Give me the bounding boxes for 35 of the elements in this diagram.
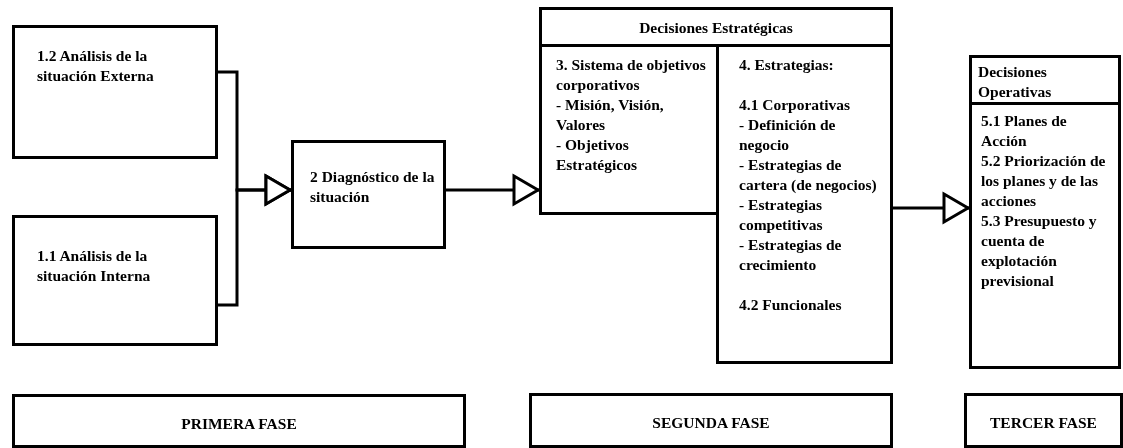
arrow — [218, 174, 292, 307]
phase-box — [12, 394, 466, 448]
list-item: - Objetivos Estratégicos — [556, 135, 638, 175]
list-item: 5.3 Presupuesto y cuenta de explotación previsional — [981, 211, 1098, 291]
arrow — [893, 192, 970, 224]
list-item: 4.1 Corporativas — [739, 95, 852, 115]
box-text: 1.2 Análisis de la situación Externa — [37, 46, 155, 86]
box-text: 5.1 Planes de Acción — [981, 111, 1068, 151]
phase-box — [964, 393, 1123, 448]
box-text: 1.1 Análisis de la situación Interna — [37, 246, 152, 286]
process-box — [12, 215, 218, 346]
list-item: 5.2 Priorización de los planes y de las acciones — [981, 151, 1107, 211]
list-item: - Estrategias competitivas — [739, 195, 824, 235]
process-box — [12, 25, 218, 159]
box-text: TERCER FASE — [989, 413, 1098, 433]
list-item: - Definición de negocio — [739, 115, 837, 155]
list-item: - Estrategias de cartera (de negocios) — [739, 155, 878, 195]
phase-box — [529, 393, 893, 448]
box-text: 4. Estrategias: — [739, 55, 835, 75]
header-box — [539, 7, 893, 47]
list-item: - Estrategias de crecimiento — [739, 235, 843, 275]
process-box — [291, 140, 446, 249]
arrow — [446, 174, 540, 206]
box-text: SEGUNDA FASE — [651, 413, 771, 433]
box-text: 2 Diagnóstico de la situación — [310, 167, 435, 207]
process-box — [969, 102, 1121, 369]
header-box — [969, 55, 1121, 105]
process-box — [716, 44, 893, 364]
box-text: 3. Sistema de objetivos corporativos — [556, 55, 707, 95]
process-box — [539, 44, 719, 215]
list-item: - Misión, Visión, Valores — [556, 95, 665, 135]
box-text: PRIMERA FASE — [180, 414, 298, 434]
box-text: Decisiones Estratégicas — [638, 18, 794, 38]
list-item: 4.2 Funcionales — [739, 295, 843, 315]
box-text: Decisiones Operativas — [978, 62, 1053, 102]
